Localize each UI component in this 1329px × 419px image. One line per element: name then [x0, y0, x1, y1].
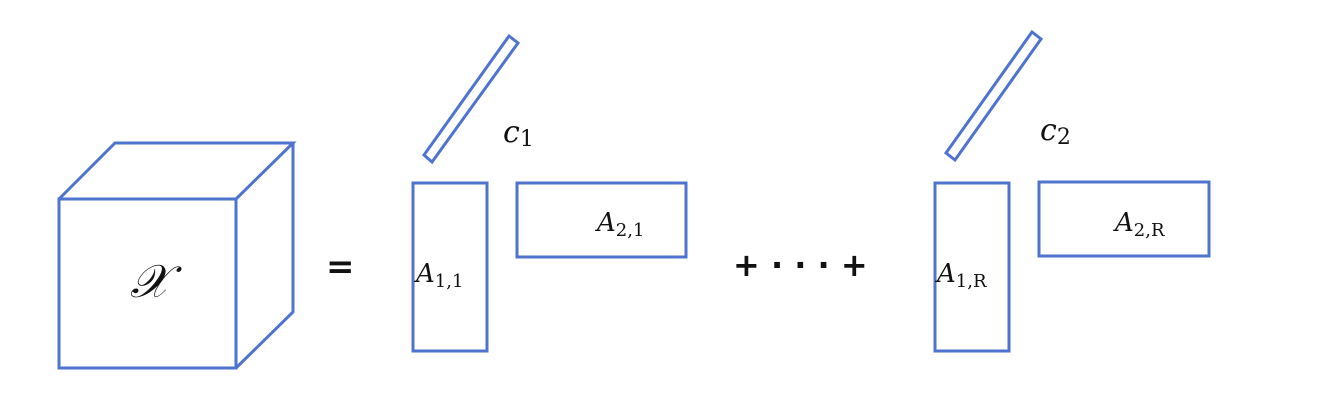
- tensor-cube: 𝒳: [57, 141, 297, 370]
- cube-top-face: [57, 141, 297, 201]
- tensor-label: 𝒳: [130, 254, 182, 308]
- ellipsis-plus: + · · · +: [733, 246, 868, 284]
- factor-a2r: [1037, 180, 1211, 258]
- factor-a11: [411, 181, 489, 353]
- label-a1r: A1,R: [935, 259, 987, 292]
- label-a2r: A2,R: [1113, 208, 1165, 241]
- cube-front-face: [57, 197, 238, 370]
- term-r: c2 A1,R A2,R: [933, 29, 1211, 353]
- cube-side-face: [234, 143, 295, 370]
- factor-a21: [515, 181, 688, 259]
- label-c1: c1: [503, 115, 534, 152]
- vector-c2: [943, 29, 1044, 163]
- equals-sign: =: [326, 247, 355, 287]
- vector-c1: [421, 33, 521, 165]
- label-c2: c2: [1040, 113, 1071, 150]
- label-a11: A1,1: [414, 259, 463, 292]
- factor-a1r: [933, 181, 1011, 353]
- term-1: c1 A1,1 A2,1: [411, 33, 688, 353]
- label-a21: A2,1: [595, 208, 644, 241]
